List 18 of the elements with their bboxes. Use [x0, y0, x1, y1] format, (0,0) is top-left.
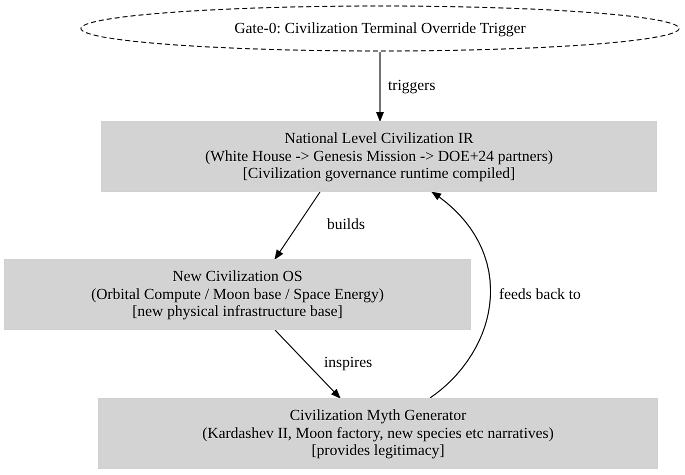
- node-text: National Level Civilization IR: [284, 130, 474, 148]
- trigger-ellipse: [80, 5, 680, 52]
- arrow: [274, 192, 320, 260]
- arrow: [430, 191, 491, 398]
- process-box: [98, 398, 658, 469]
- arrow: [274, 330, 341, 399]
- node-text: (White House -> Genesis Mission -> DOE+24 partners): [205, 148, 553, 166]
- node-text: (Kardashev II, Moon factory, new species etc narratives): [202, 424, 554, 442]
- node-text: [new physical infrastructure base]: [132, 303, 343, 322]
- process-box: [4, 259, 471, 330]
- node-text: Civilization Myth Generator: [290, 406, 466, 425]
- node-text: [provides legitimacy]: [312, 442, 444, 460]
- node-text: Gate-0: Civilization Terminal Override Trigger: [234, 20, 526, 38]
- node-text: (Orbital Compute / Moon base / Space Energy): [91, 286, 384, 304]
- node-text: [Civilization governance runtime compiled]: [242, 165, 516, 184]
- node-text: New Civilization OS: [172, 268, 303, 286]
- arrow: [376, 52, 384, 122]
- process-box: [101, 121, 657, 192]
